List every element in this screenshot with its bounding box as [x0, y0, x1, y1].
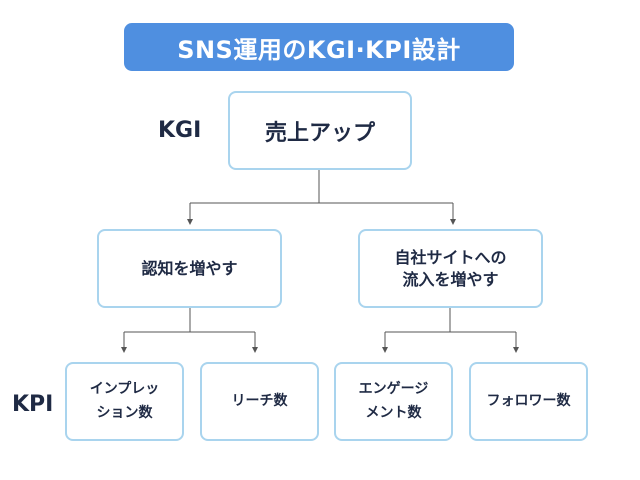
- node-kgi-text: 売上アップ: [264, 120, 375, 146]
- diagram-title: SNS運用のKGI·KPI設計: [124, 23, 514, 71]
- node-kpi-reach: リーチ数: [200, 362, 319, 441]
- arrowhead: [252, 347, 258, 353]
- node-increase-awareness: 認知を増やす: [97, 229, 282, 308]
- node-kgi-sales-up: 売上アップ: [228, 91, 412, 170]
- node-impressions-text: インプレッ ション数: [89, 380, 160, 421]
- node-kpi-engagements: エンゲージ メント数: [334, 362, 453, 441]
- arrowhead: [382, 347, 388, 353]
- node-followers-text: フォロワー数: [486, 392, 571, 409]
- kgi-label: KGI: [158, 118, 202, 143]
- node-increase-site-traffic: 自社サイトへの 流入を増やす: [358, 229, 543, 308]
- node-traffic-text: 自社サイトへの 流入を増やす: [394, 247, 507, 289]
- arrowhead: [121, 347, 127, 353]
- node-awareness-text: 認知を増やす: [141, 258, 238, 278]
- node-kpi-impressions: インプレッ ション数: [65, 362, 184, 441]
- node-kpi-followers: フォロワー数: [469, 362, 588, 441]
- arrowhead: [450, 219, 456, 225]
- node-engagements-text: エンゲージ メント数: [358, 380, 429, 421]
- arrowhead: [513, 347, 519, 353]
- node-reach-text: リーチ数: [231, 392, 288, 409]
- kpi-label: KPI: [12, 392, 54, 417]
- arrowhead: [187, 219, 193, 225]
